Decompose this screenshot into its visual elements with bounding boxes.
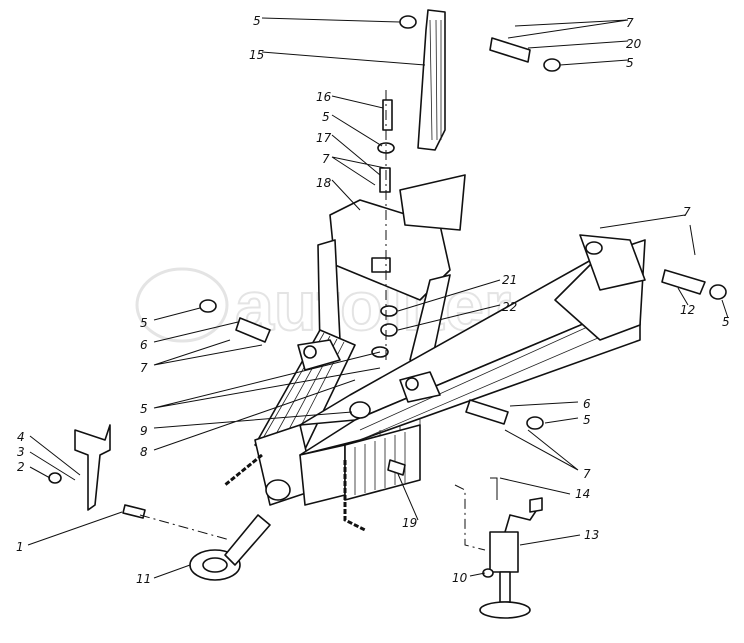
label-5: 5 (322, 110, 330, 124)
nut-8 (349, 401, 371, 419)
label-14: 14 (575, 487, 590, 501)
pin-12 (585, 241, 727, 300)
label-11: 11 (136, 572, 151, 586)
chain-left (224, 453, 263, 487)
pin-6-right (465, 399, 544, 430)
label-16: 16 (316, 90, 332, 104)
pin-1 (122, 504, 146, 519)
washer-21 (380, 305, 398, 317)
label-13: 13 (584, 528, 599, 542)
label-12: 12 (680, 303, 695, 317)
pin-19 (387, 459, 406, 476)
label-21: 21 (502, 273, 517, 287)
part-labels: 5 15 7 20 5 16 5 17 7 18 7 21 22 5 6 7 1… (16, 14, 730, 586)
bracket-4 (48, 424, 111, 511)
label-10: 10 (452, 571, 468, 585)
leader-lines (27, 17, 729, 579)
pin-20 (489, 37, 561, 72)
tow-eye-11 (189, 514, 271, 581)
label-6: 6 (140, 338, 148, 352)
label-2: 2 (17, 460, 25, 474)
label-7: 7 (140, 361, 148, 375)
label-15: 15 (249, 48, 264, 62)
label-4: 4 (17, 430, 25, 444)
pin-6-left (199, 299, 271, 343)
label-17: 17 (316, 131, 332, 145)
label-19: 19 (402, 516, 417, 530)
label-8: 8 (140, 445, 148, 459)
label-5: 5 (722, 315, 730, 329)
label-9: 9 (140, 424, 148, 438)
label-20: 20 (626, 37, 642, 51)
washer-icon (399, 15, 417, 29)
label-6: 6 (583, 397, 591, 411)
label-5: 5 (583, 413, 591, 427)
nut-22 (380, 323, 398, 337)
bracket-18 (317, 174, 466, 371)
label-1: 1 (16, 540, 24, 554)
jack-13 (479, 477, 543, 619)
label-7: 7 (683, 205, 691, 219)
label-5: 5 (140, 402, 148, 416)
bracket-bar-15 (417, 9, 446, 151)
label-5: 5 (140, 316, 148, 330)
label-7: 7 (626, 16, 634, 30)
label-5: 5 (253, 14, 261, 28)
label-3: 3 (17, 445, 25, 459)
label-7: 7 (322, 152, 330, 166)
label-7: 7 (583, 467, 591, 481)
label-22: 22 (502, 300, 517, 314)
label-18: 18 (316, 176, 332, 190)
drawbar-frame (254, 234, 646, 506)
chain-right (343, 460, 366, 532)
label-5: 5 (626, 56, 634, 70)
